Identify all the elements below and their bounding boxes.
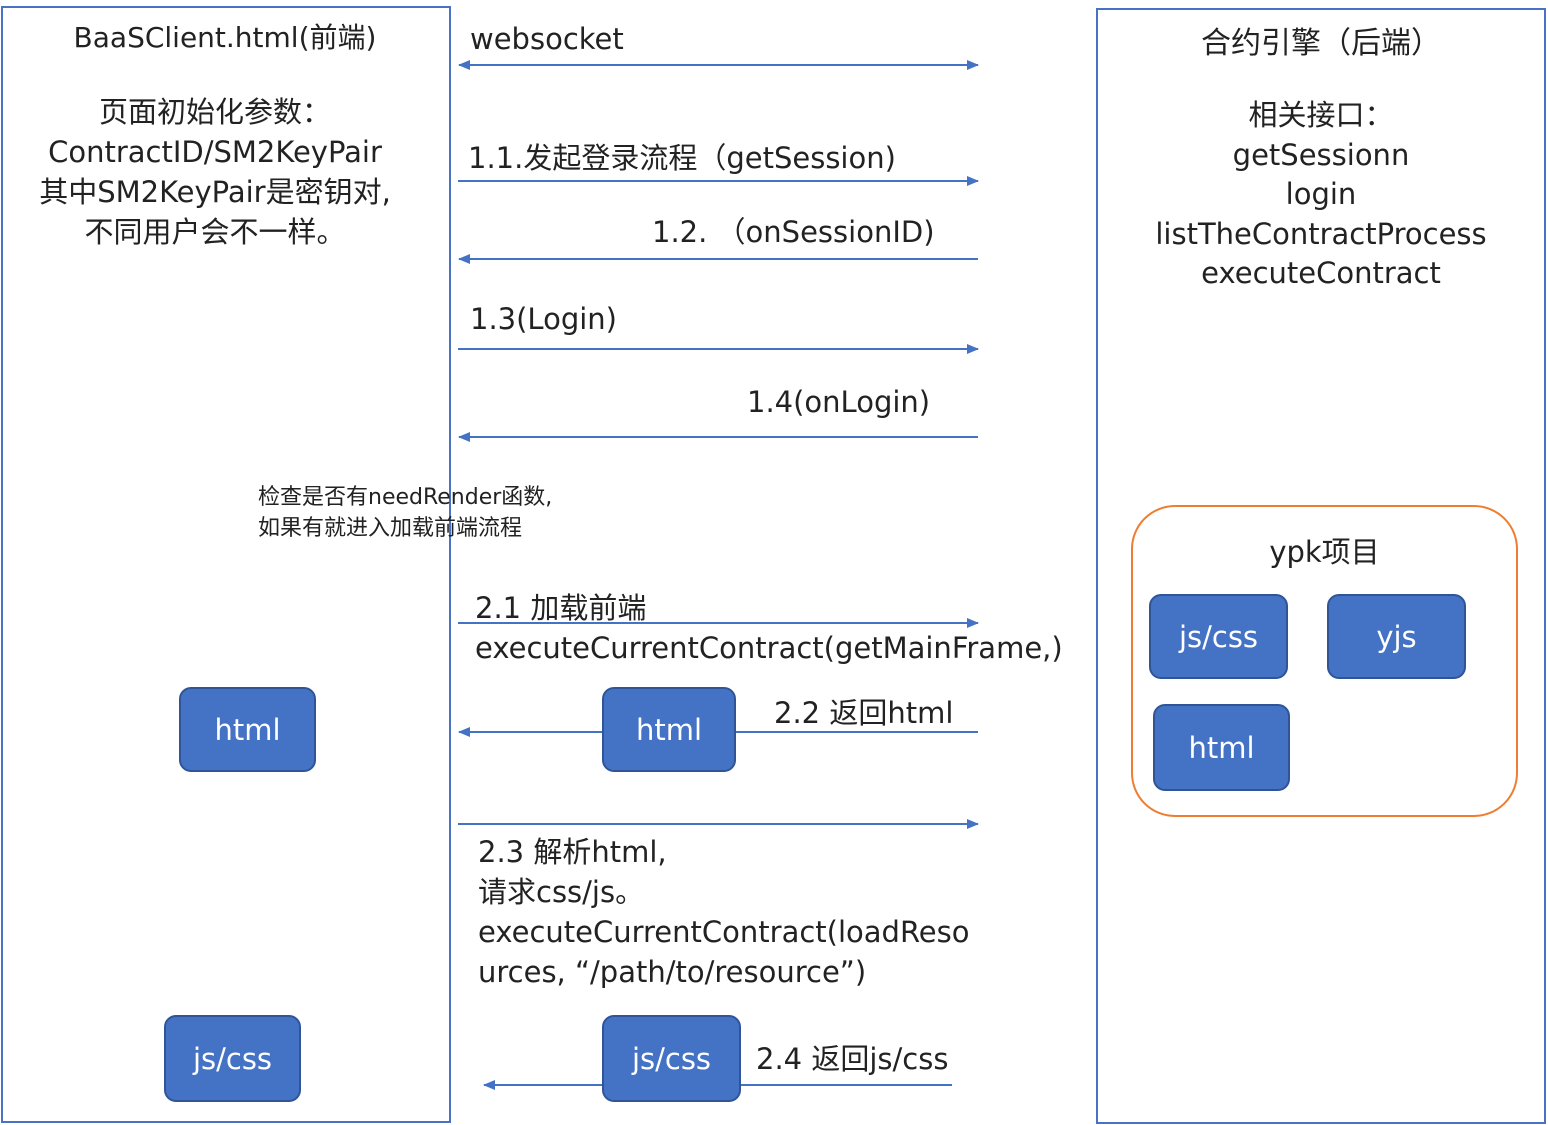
step-1-2-label: 1.2. （onSessionID): [652, 215, 935, 249]
returned-jscss-box: js/css: [602, 1015, 741, 1102]
need-render-check-note: 检查是否有needRender函数, 如果有就进入加载前端流程: [258, 485, 553, 541]
step-2-1-label: 2.1 加载前端 executeCurrentContract(getMainF…: [475, 591, 1063, 665]
frontend-panel: [1, 6, 451, 1123]
ypk-jscss-box: js/css: [1149, 594, 1288, 679]
step-2-4-label: 2.4 返回js/css: [756, 1042, 949, 1076]
frontend-jscss-box: js/css: [164, 1015, 301, 1102]
backend-interfaces: 相关接口： getSessionn login listTheContractP…: [1155, 98, 1487, 290]
backend-title: 合约引擎（后端）: [1201, 26, 1441, 61]
frontend-html-box: html: [179, 687, 316, 772]
ypk-project-group: [1131, 505, 1518, 817]
backend-panel: [1096, 8, 1546, 1124]
frontend-init-params: 页面初始化参数： ContractID/SM2KeyPair 其中SM2KeyP…: [39, 95, 391, 249]
websocket-label: websocket: [470, 22, 624, 56]
ypk-html-box: html: [1153, 704, 1290, 791]
step-2-2-label: 2.2 返回html: [774, 696, 954, 730]
step-1-3-label: 1.3(Login): [470, 302, 617, 336]
returned-html-box: html: [602, 687, 736, 772]
ypk-project-title: ypk项目: [1269, 535, 1380, 569]
frontend-title: BaaSClient.html(前端): [73, 21, 377, 54]
step-1-4-label: 1.4(onLogin): [747, 385, 931, 419]
step-2-3-label: 2.3 解析html, 请求css/js。 executeCurrentCont…: [478, 835, 970, 989]
ypk-yjs-box: yjs: [1327, 594, 1466, 679]
step-1-1-label: 1.1.发起登录流程（getSession): [468, 141, 896, 175]
